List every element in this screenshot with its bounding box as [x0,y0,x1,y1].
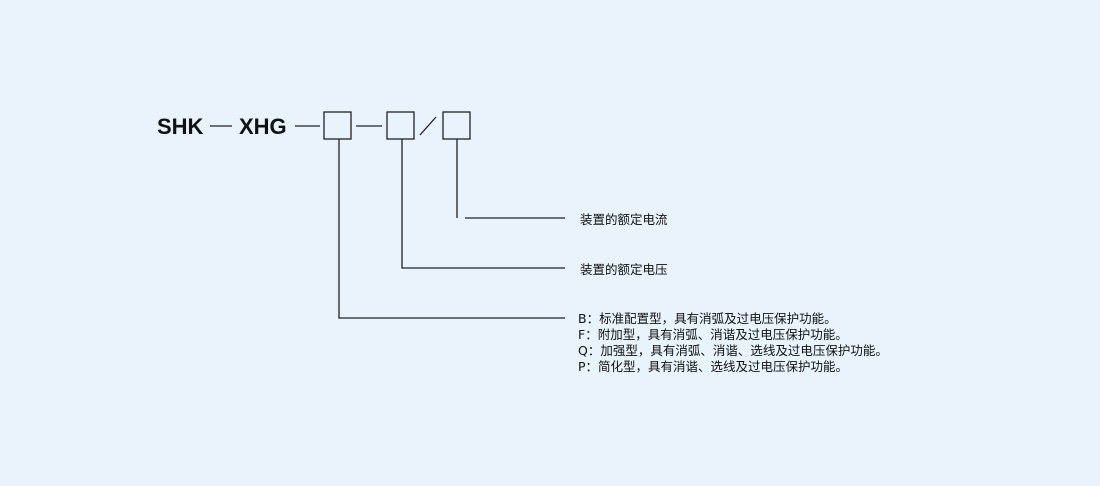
type-box [323,111,352,140]
model-prefix: SHK [157,114,204,139]
model-series: XHG [239,114,287,139]
voltage-leader [401,139,565,269]
current-description: 装置的额定电流 [580,212,668,227]
type-q-description: Q：加强型，具有消弧、消谐、选线及过电压保护功能。 [578,343,888,358]
type-b-description: B：标准配置型，具有消弧及过电压保护功能。 [578,311,837,326]
voltage-box [386,111,415,140]
type-f-description: F：附加型，具有消弧、消谐及过电压保护功能。 [578,327,848,342]
type-leader [338,139,565,319]
slash [419,116,437,136]
current-box [442,111,471,140]
type-p-description: P：简化型，具有消谐、选线及过电压保护功能。 [578,359,848,374]
voltage-description: 装置的额定电压 [580,262,668,277]
